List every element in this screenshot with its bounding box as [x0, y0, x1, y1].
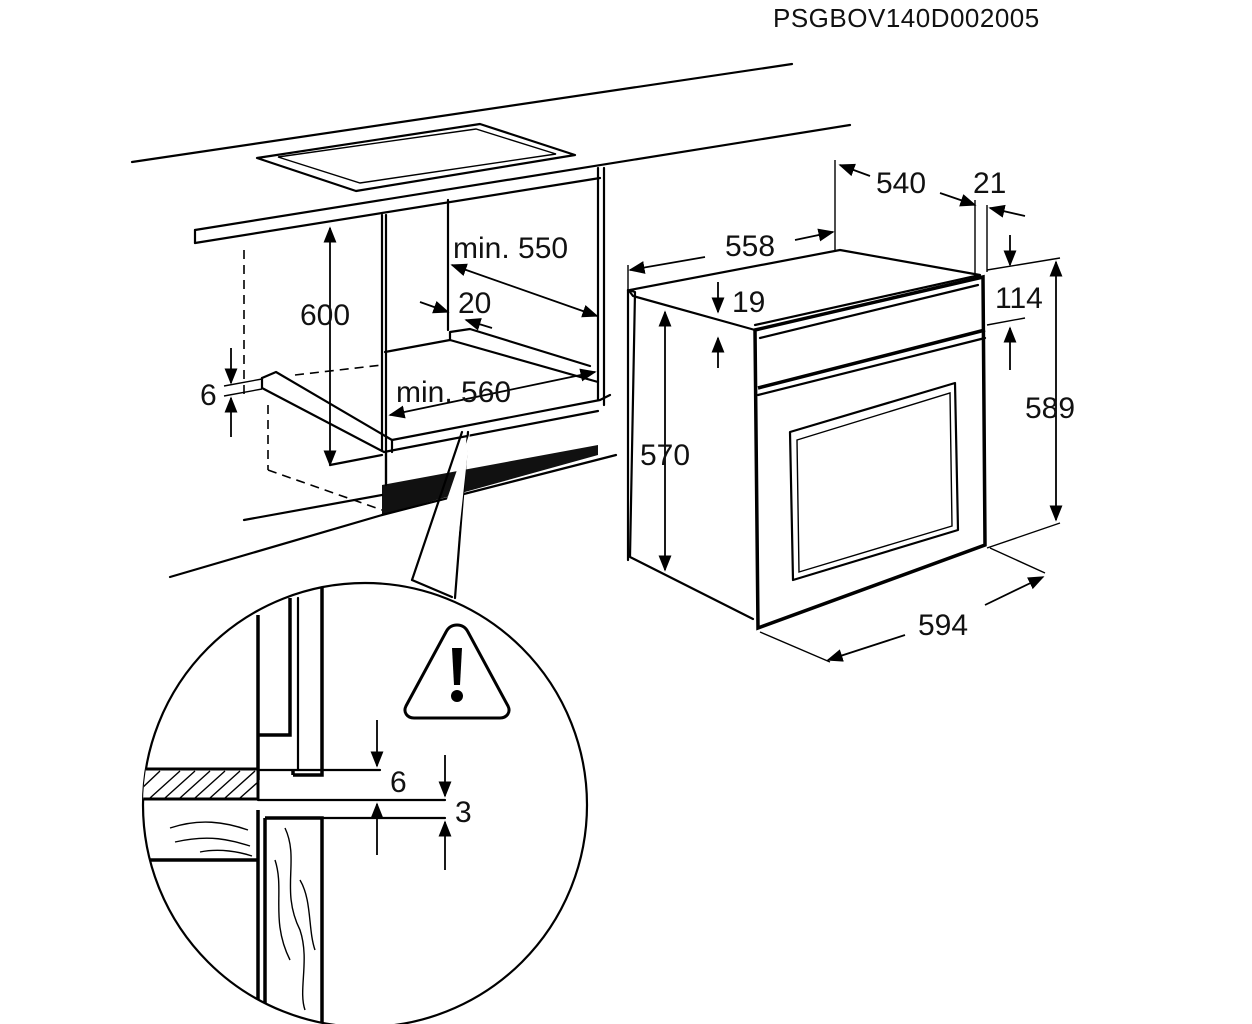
label-540: 540 [876, 167, 926, 200]
label-19: 19 [732, 286, 765, 319]
label-6: 6 [200, 379, 217, 412]
oven [626, 248, 987, 631]
label-589: 589 [1025, 392, 1075, 425]
kitchen-cabinet [130, 62, 852, 579]
label-20: 20 [458, 287, 491, 320]
label-570: 570 [640, 439, 690, 472]
label-594: 594 [918, 609, 968, 642]
label-114: 114 [995, 282, 1043, 315]
detail-label-3: 3 [455, 796, 472, 829]
label-21: 21 [973, 167, 1006, 200]
label-558: 558 [725, 230, 775, 263]
detail-callout: 6 3 [141, 430, 589, 1024]
cabinet-dimensions: 600 min. 550 20 min. 560 6 [200, 226, 599, 467]
label-600: 600 [300, 299, 350, 332]
hob-cutout [255, 122, 577, 193]
detail-label-6: 6 [390, 766, 407, 799]
label-min-560: min. 560 [396, 376, 511, 409]
drawing-code: PSGBOV140D002005 [773, 3, 1040, 33]
oven-dimensions: 540 21 558 19 570 114 589 594 [627, 160, 1075, 663]
label-min-550: min. 550 [453, 232, 568, 265]
warning-triangle-icon [403, 623, 511, 720]
